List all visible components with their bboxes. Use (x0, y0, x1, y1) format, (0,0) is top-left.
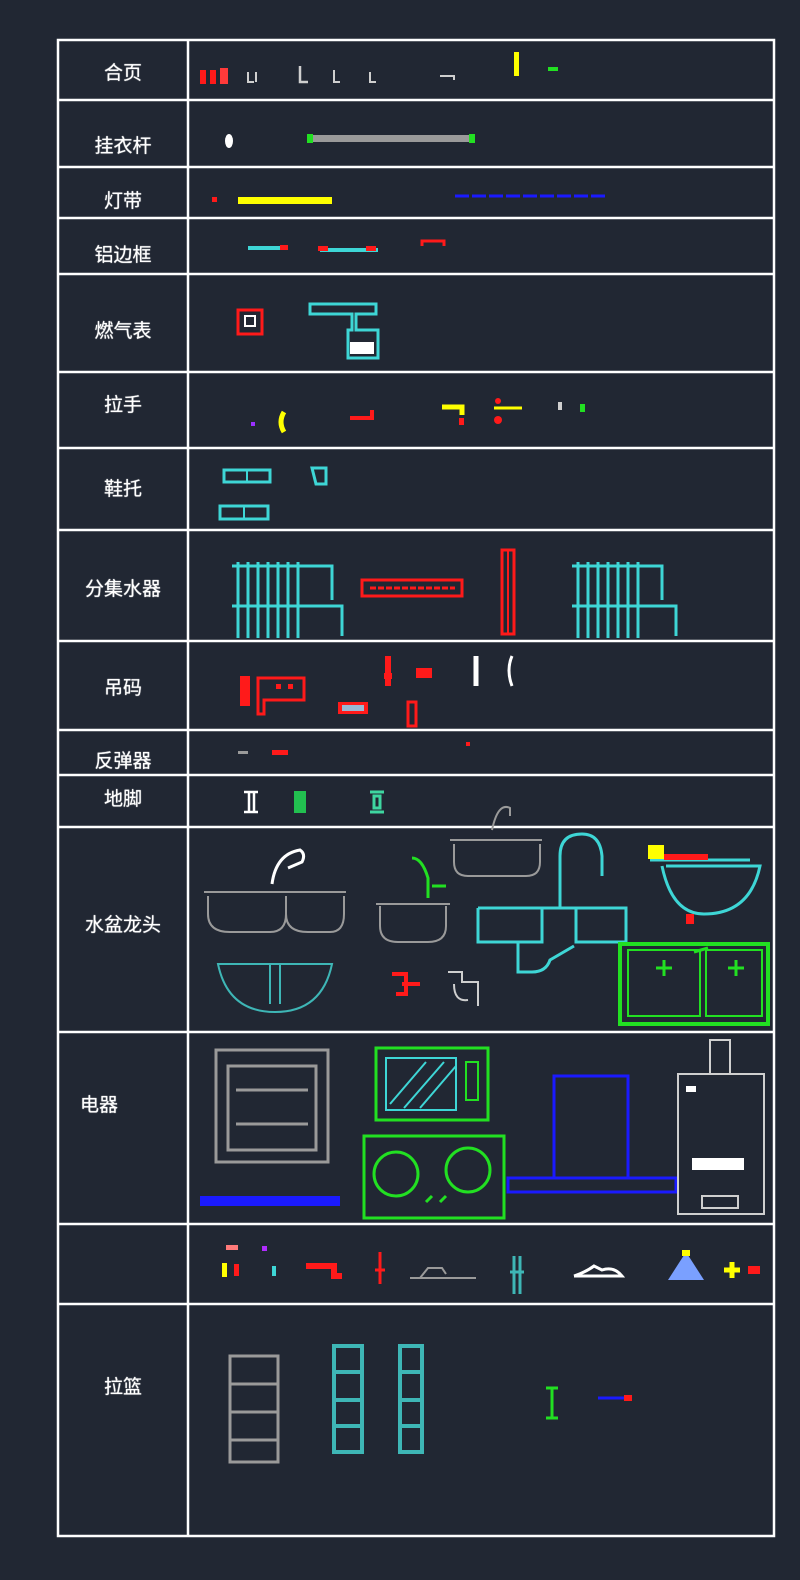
row-label-hanger-bracket: 吊码 (103, 677, 142, 699)
row-label-water-manifold: 分集水器 (84, 578, 161, 600)
row-label-shoe-rack: 鞋托 (103, 478, 142, 500)
hinge-symbols (200, 52, 558, 84)
row-label-aluminum-frame: 铝边框 (94, 244, 152, 266)
row-label-rebounder: 反弹器 (94, 750, 152, 772)
water-manifold-symbols (232, 548, 678, 638)
light-strip-symbols (212, 194, 605, 204)
aluminum-frame-symbols (248, 239, 446, 252)
row-label-sink-faucet: 水盆龙头 (84, 914, 161, 936)
row-label-clothes-rod: 挂衣杆 (94, 135, 152, 157)
shoe-rack-symbols (218, 466, 328, 521)
sink-faucet-symbols (204, 806, 770, 1026)
gas-meter-symbols (236, 302, 380, 360)
pull-basket-symbols (228, 1344, 632, 1464)
row-label-appliance: 电器 (80, 1094, 119, 1116)
hanger-bracket-symbols (240, 655, 514, 728)
row-label-light-strip: 灯带 (103, 190, 142, 212)
row-label-pull-basket: 拉篮 (103, 1376, 142, 1398)
clothes-rod-symbols (225, 134, 475, 148)
row-label-hinge: 合页 (103, 62, 142, 84)
rebounder-symbols (238, 742, 470, 755)
appliance-symbols (200, 1039, 765, 1220)
table-grid (56, 38, 776, 1538)
misc-hardware-symbols (222, 1245, 760, 1294)
row-label-handle: 拉手 (103, 394, 142, 416)
row-label-leveling-foot: 地脚 (103, 788, 142, 810)
handle-symbols (251, 398, 585, 434)
row-label-gas-meter: 燃气表 (94, 320, 152, 342)
leveling-foot-symbols (244, 790, 384, 814)
